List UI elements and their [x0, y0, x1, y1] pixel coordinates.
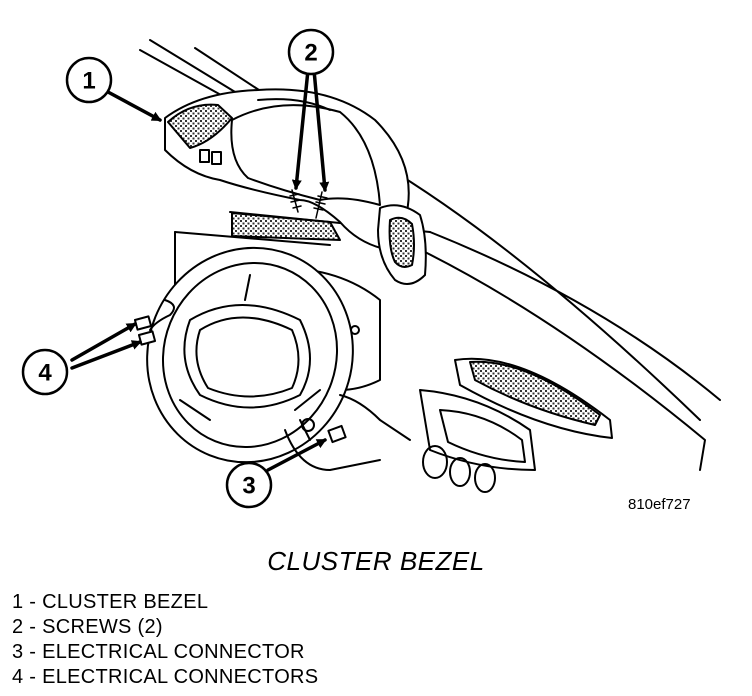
connector-3 — [327, 424, 347, 444]
steering-wheel — [146, 246, 354, 464]
figure-code: 810ef727 — [628, 496, 691, 513]
legend: 1 - CLUSTER BEZEL 2 - SCREWS (2) 3 - ELE… — [12, 590, 318, 690]
windshield-pillar — [139, 39, 263, 101]
figure-caption: CLUSTER BEZEL — [267, 546, 485, 576]
arrow-2b — [312, 68, 330, 192]
callout-4-label: 4 — [38, 360, 52, 387]
arrow-4a — [70, 322, 137, 362]
arrow-1 — [106, 90, 162, 122]
cluster-bezel-illustration: 1 2 3 4 — [21, 28, 721, 509]
legend-item: 2 - SCREWS (2) — [12, 616, 163, 638]
cluster-lens — [231, 212, 341, 241]
connector-4-upper — [133, 315, 153, 331]
wire-harness — [149, 299, 411, 441]
callout-3-circle — [225, 461, 273, 509]
arrow-4b — [70, 340, 142, 370]
passenger-vent — [454, 357, 613, 439]
callout-3-label: 3 — [242, 473, 255, 500]
left-vent — [167, 103, 233, 165]
connector-4-lower — [137, 330, 157, 346]
center-stack — [419, 389, 536, 493]
callout-2-circle — [287, 28, 335, 76]
callout-2-label: 2 — [304, 40, 317, 67]
right-vent — [377, 204, 427, 285]
arrow-2a — [291, 68, 310, 190]
legend-item: 1 - CLUSTER BEZEL — [12, 591, 209, 613]
callout-1-label: 1 — [82, 68, 95, 95]
legend-item: 3 - ELECTRICAL CONNECTOR — [12, 641, 305, 663]
screw-right-icon — [313, 191, 328, 219]
arrow-3 — [266, 438, 327, 472]
callout-1-circle — [65, 56, 113, 104]
legend-item: 4 - ELECTRICAL CONNECTORS — [12, 666, 319, 688]
screw-left-icon — [289, 189, 302, 213]
bezel-inner — [230, 104, 381, 206]
callout-4-circle — [21, 348, 69, 396]
